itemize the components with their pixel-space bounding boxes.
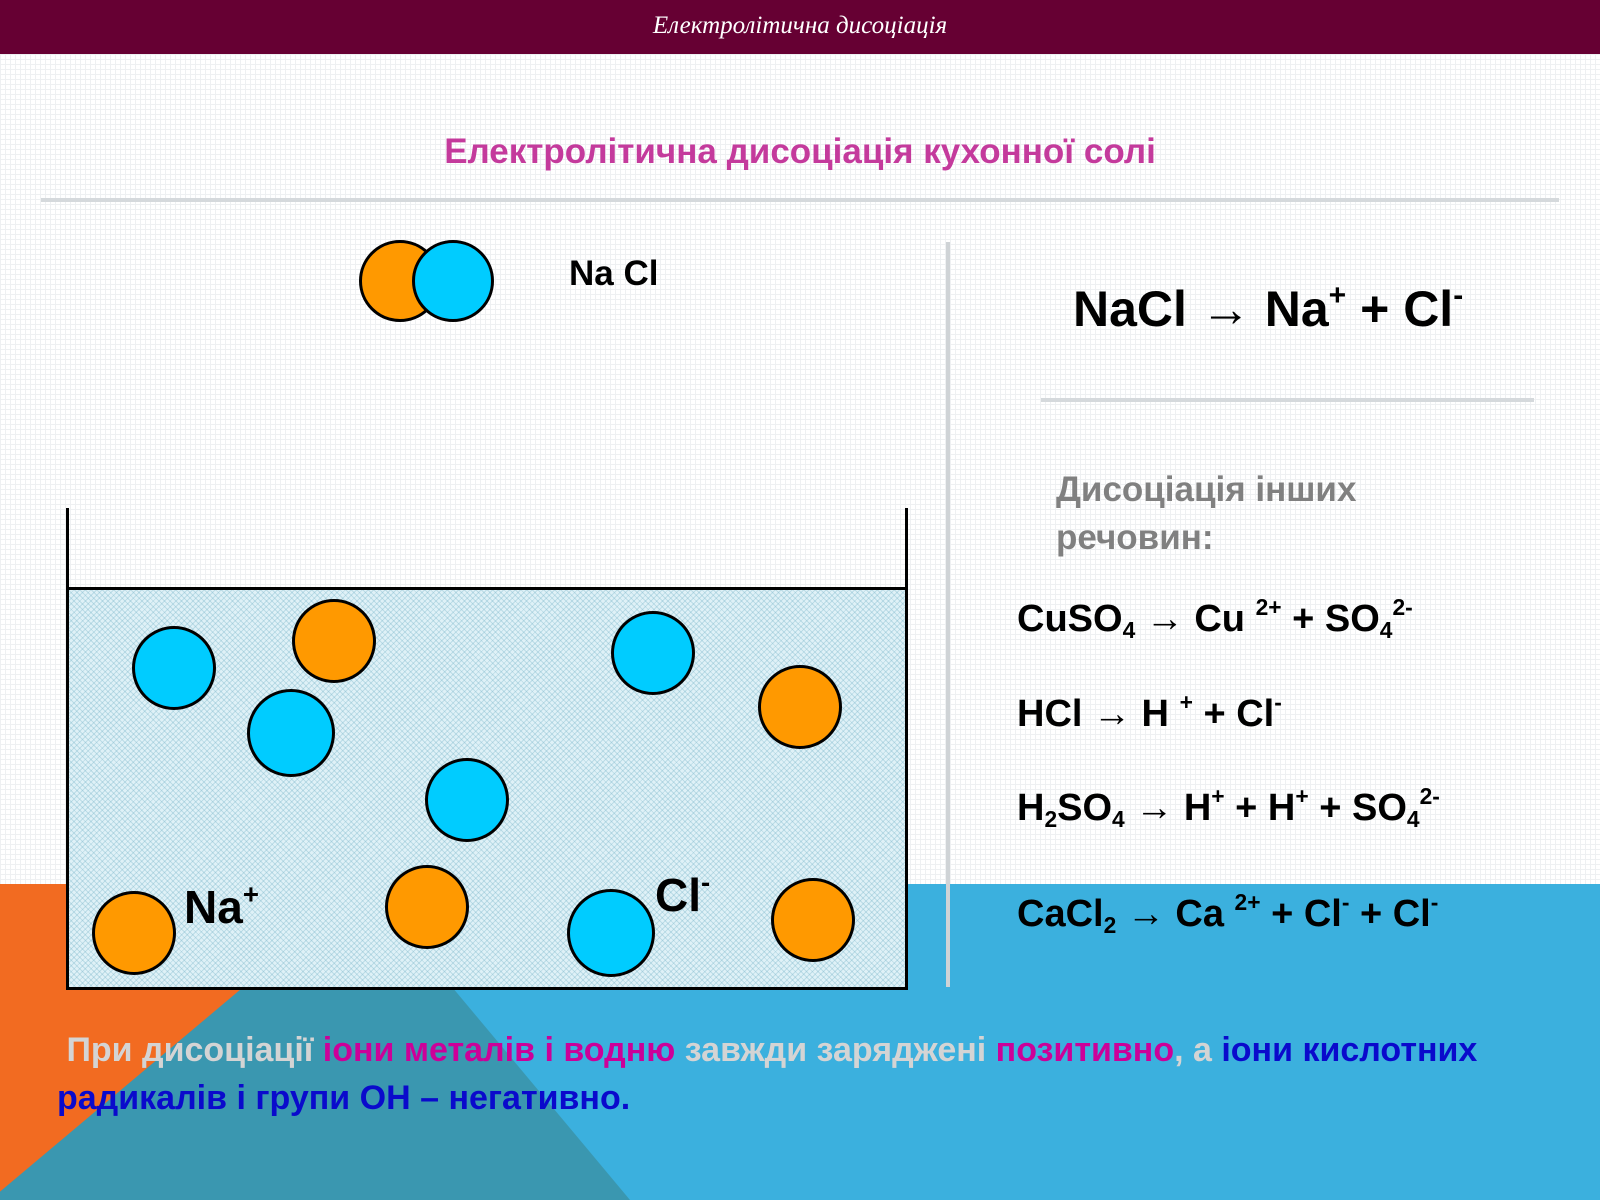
slide-header: Електролітична дисоціація	[0, 0, 1600, 54]
cl-ion	[611, 611, 695, 695]
equation-divider	[1041, 398, 1534, 402]
cl-ion	[567, 889, 655, 977]
slide-heading: Електролітична дисоціація кухонної солі	[444, 132, 1156, 171]
cl-ion	[425, 758, 509, 842]
equation-h2so4: H2SO4 → H+ + H+ + SO42-	[1017, 783, 1440, 832]
main-equation: NaCl → Na+ + Cl-	[1073, 279, 1464, 338]
na-ion	[771, 878, 855, 962]
vertical-divider	[946, 242, 950, 987]
cl-ion	[247, 689, 335, 777]
cl-ion-label: Cl-	[655, 866, 711, 921]
na-ion-label: Na+	[184, 878, 259, 933]
equation-cuso4: CuSO4 → Cu 2+ + SO42-	[1017, 594, 1413, 643]
cl-ion	[132, 626, 216, 710]
equation-hcl: HCl → H + + Cl-	[1017, 689, 1282, 735]
molecule-label: Na Cl	[569, 254, 659, 293]
na-ion	[292, 599, 376, 683]
others-title: Дисоціація інших речовин:	[1056, 470, 1357, 557]
na-ion	[92, 891, 176, 975]
divider	[41, 198, 1559, 202]
beaker-wall-left	[66, 508, 69, 590]
na-ion	[385, 865, 469, 949]
na-ion	[758, 665, 842, 749]
beaker-wall-right	[905, 508, 908, 590]
cl-atom	[412, 240, 494, 322]
equation-cacl2: CaCl2 → Ca 2+ + Cl- + Cl-	[1017, 889, 1439, 938]
conclusion-text: При дисоціації іони металів і водню завж…	[57, 1031, 1478, 1117]
